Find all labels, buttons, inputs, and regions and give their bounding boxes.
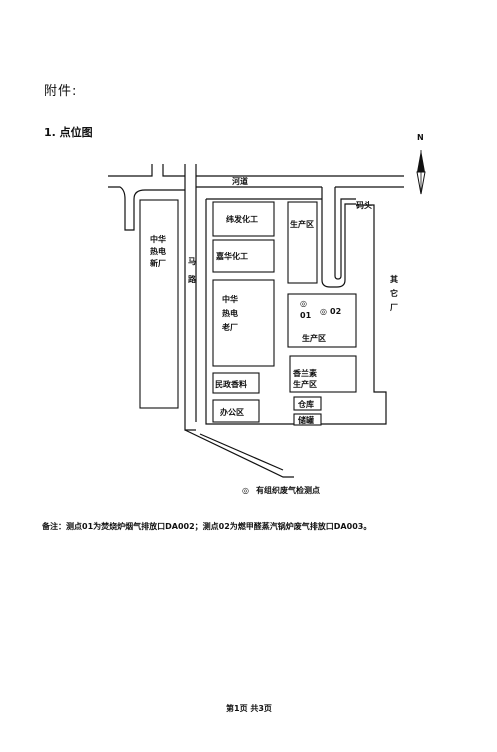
road (184, 164, 294, 478)
point-02-label: 02 (330, 307, 341, 316)
jiahua-chemical (212, 239, 275, 273)
other-factory-label-2: 它 (390, 288, 398, 298)
other-factory-label-1: 其 (390, 274, 398, 284)
zhonghua-new-label-3: 新厂 (150, 258, 166, 268)
zhonghua-new-plant (139, 199, 179, 409)
zhonghua-old-plant (212, 279, 275, 367)
footnote: 备注：测点01为焚烧炉烟气排放口DA002；测点02为燃甲醛蒸汽锅炉废气排放口D… (42, 522, 372, 531)
warehouse-label: 仓库 (297, 399, 314, 409)
storage-tank-label: 储罐 (297, 415, 314, 425)
point-01-label: 01 (300, 311, 312, 320)
production-mid (287, 293, 357, 348)
vanillin-production (289, 355, 357, 393)
zhonghua-old-label-3: 老厂 (221, 322, 238, 332)
vanillin-label-2: 生产区 (293, 379, 317, 389)
road-label-1: 马 (188, 257, 196, 266)
legend-symbol: ◎ (242, 486, 249, 495)
page-footer: 第1页 共3页 (226, 704, 272, 713)
production-mid-label: 生产区 (302, 333, 326, 343)
section-title: 1. 点位图 (44, 126, 93, 139)
road-label-2: 路 (188, 274, 197, 284)
river-label: 河道 (232, 176, 248, 186)
production-top-label: 生产区 (290, 219, 314, 229)
weifa-label: 纬发化工 (226, 214, 258, 224)
zhonghua-new-label-1: 中华 (150, 234, 166, 244)
office-area (212, 399, 260, 423)
point-01-symbol: ◎ (300, 299, 307, 308)
other-factory-label-3: 厂 (390, 303, 398, 312)
minzheng-label: 民政香料 (215, 379, 247, 389)
production-top (287, 201, 318, 284)
site-boundary (205, 199, 387, 425)
north-label: N (417, 133, 424, 142)
point-02-symbol: ◎ (320, 307, 327, 316)
office-label: 办公区 (220, 407, 244, 417)
attachment-label: 附件: (44, 84, 78, 99)
zhonghua-old-label-2: 热电 (222, 308, 238, 318)
vanillin-label-1: 香兰素 (292, 368, 317, 378)
zhonghua-new-label-2: 热电 (150, 246, 166, 256)
storage-tank (293, 413, 322, 426)
river-lines (108, 164, 404, 288)
legend-label: 有组织废气检测点 (256, 485, 320, 495)
jiahua-label: 嘉华化工 (215, 251, 248, 261)
warehouse (293, 396, 322, 411)
wharf-label: 码头 (356, 200, 372, 210)
minzheng-spice (212, 372, 260, 394)
zhonghua-old-label-1: 中华 (222, 294, 238, 304)
weifa-chemical (212, 201, 275, 237)
north-arrow-icon (416, 150, 426, 195)
